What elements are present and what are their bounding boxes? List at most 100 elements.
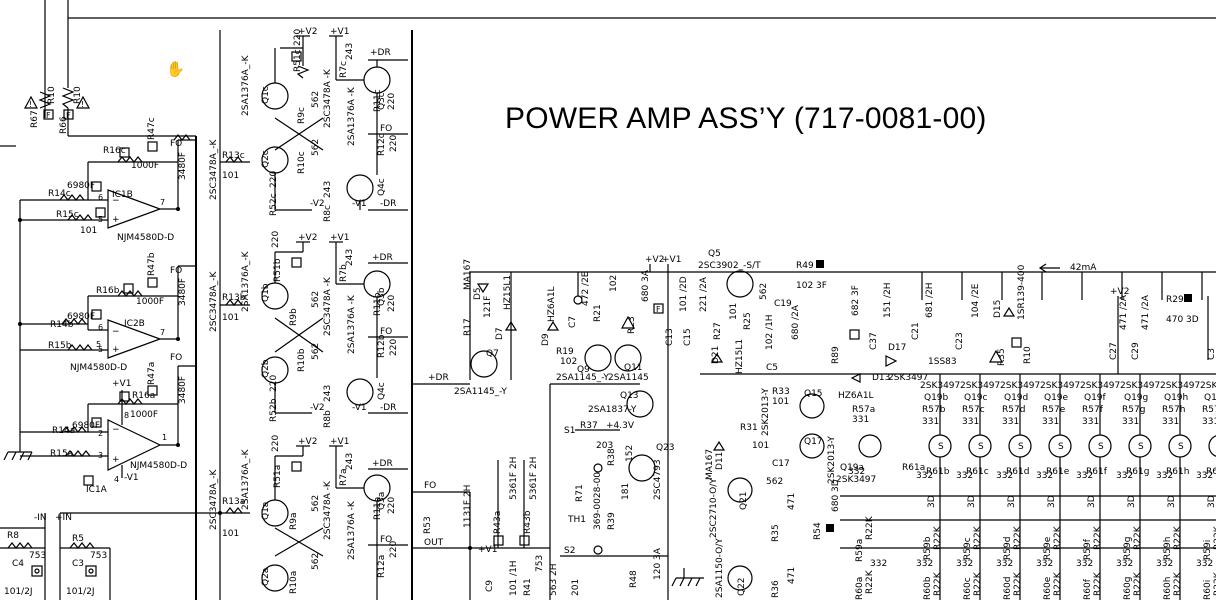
svg-text:C9: C9 [485,580,495,592]
svg-text:2SK2013-Y: 2SK2013-Y [827,436,837,484]
svg-text:220: 220 [271,231,281,248]
svg-text:Q1a: Q1a [261,502,271,520]
svg-text:R25: R25 [743,312,753,330]
svg-text:102 3F: 102 3F [796,281,827,291]
svg-text:R9a: R9a [289,513,299,531]
hand-grab-icon: ✋ [166,60,185,78]
svg-text:R10b: R10b [297,348,307,372]
ic1b-part-label: NJM4580D-D [117,233,174,243]
gate-resistor-value: 331 [922,417,939,427]
svg-text:243: 243 [345,453,355,470]
mosfet-source-mark: S [1058,442,1064,452]
svg-text:!: ! [29,100,32,109]
svg-text:2SK3497: 2SK3497 [836,475,876,485]
svg-text:C3: C3 [1207,348,1216,360]
svg-text:−: − [112,327,120,337]
svg-text:563 2H: 563 2H [549,563,559,596]
svg-text:220: 220 [269,171,279,188]
svg-text:5: 5 [96,340,101,349]
svg-text:R12b: R12b [377,334,387,358]
svg-text:R13a: R13a [222,497,245,507]
svg-text:+V1: +V1 [330,437,349,447]
svg-text:2SA1376A -K: 2SA1376A -K [347,86,357,146]
mosfet-332-value-b: 332 [1156,559,1173,569]
gate-resistor-value: 331 [1042,417,1059,427]
mosfet-r59-label: R59b [923,536,933,560]
svg-text:1: 1 [162,433,167,442]
mosfet-r61-label: R61g [1126,467,1149,477]
svg-text:R59a: R59a [855,539,865,562]
svg-text:+V1: +V1 [112,379,131,389]
r66-label: R66 [59,116,69,134]
mosfet-designator: Q19f [1084,393,1107,403]
svg-text:-V1: -V1 [352,403,367,413]
svg-text:101/2J: 101/2J [66,587,95,597]
mosfet-332-value-b: 332 [1036,559,1053,569]
svg-text:C7: C7 [568,316,578,328]
svg-text:!: ! [81,100,84,109]
svg-text:7: 7 [160,198,165,207]
svg-text:+: + [112,215,120,225]
svg-text:HZ15L1: HZ15L1 [503,275,513,310]
gate-resistor-label: R57i [1202,405,1216,415]
svg-text:Q4c: Q4c [377,382,387,400]
svg-text:R35: R35 [997,348,1007,366]
mosfet-3d-value: 3D [1207,495,1216,508]
svg-text:2SC3478A -K: 2SC3478A -K [323,68,333,128]
svg-text:R9c: R9c [297,107,307,124]
svg-text:680 3D: 680 3D [831,479,841,512]
svg-text:R15a: R15a [50,449,73,459]
gate-resistor-label: R57c [962,405,985,415]
svg-text:+V1: +V1 [662,255,681,265]
svg-text:Q17: Q17 [804,437,823,447]
r10-label-a: R10 [47,86,57,104]
svg-text:R7c: R7c [339,61,349,78]
svg-text:4: 4 [114,475,119,484]
svg-text:101: 101 [772,397,789,407]
svg-text:+V1: +V1 [478,545,497,555]
mosfet-332-value-b: 332 [916,559,933,569]
svg-text:203: 203 [596,441,613,451]
svg-text:C3: C3 [72,559,84,569]
mosfet-r22k-value-b: R22K [973,571,983,596]
svg-text:R8c: R8c [323,205,333,222]
svg-text:1000F: 1000F [130,410,158,420]
svg-text:R60a: R60a [855,577,865,600]
svg-text:2SC3478A_-K: 2SC3478A_-K [209,138,219,200]
svg-text:+V2: +V2 [645,255,664,265]
svg-text:C15: C15 [683,328,693,346]
svg-text:470 3D: 470 3D [1166,315,1199,325]
svg-text:+IN: +IN [55,513,72,523]
svg-text:Q2b: Q2b [261,359,271,378]
svg-text:471: 471 [787,493,797,510]
svg-text:OUT: OUT [424,538,444,548]
mosfet-designator: Q19h [1164,393,1188,403]
ic1a-part-label: NJM4580D-D [130,461,187,471]
svg-text:C29: C29 [1131,342,1141,360]
mosfet-r59-label: R59g [1123,537,1133,560]
svg-text:121F: 121F [483,296,493,318]
svg-text:C21: C21 [911,322,921,340]
svg-text:+: + [112,455,120,465]
svg-text:D5: D5 [473,287,483,300]
svg-text:HZ6A1L: HZ6A1L [547,286,557,322]
svg-text:+V1: +V1 [330,233,349,243]
mosfet-332-value: 332 [1116,471,1133,481]
svg-text:R27: R27 [713,322,723,340]
svg-text:MA167: MA167 [463,259,473,290]
svg-text:R52c: R52c [269,193,279,216]
mosfet-3d-value: 3D [967,495,977,508]
svg-text:243: 243 [323,385,333,402]
svg-text:2SK3497: 2SK3497 [888,373,928,383]
svg-text:562: 562 [311,553,321,570]
mosfet-3d-value: 3D [1047,495,1057,508]
svg-text:D17: D17 [888,343,906,353]
svg-text:562: 562 [759,283,769,300]
svg-text:220: 220 [389,135,399,152]
svg-text:R13c: R13c [222,151,245,161]
svg-text:753: 753 [90,551,107,561]
mosfet-r22k-value-b: R22K [1093,571,1103,596]
input-stage: R67 R10 F R10 R66 ! ! F IC1B − + NJM4580… [0,18,197,600]
svg-text:R33: R33 [772,387,790,397]
mosfet-332-value-b: 332 [1076,559,1093,569]
